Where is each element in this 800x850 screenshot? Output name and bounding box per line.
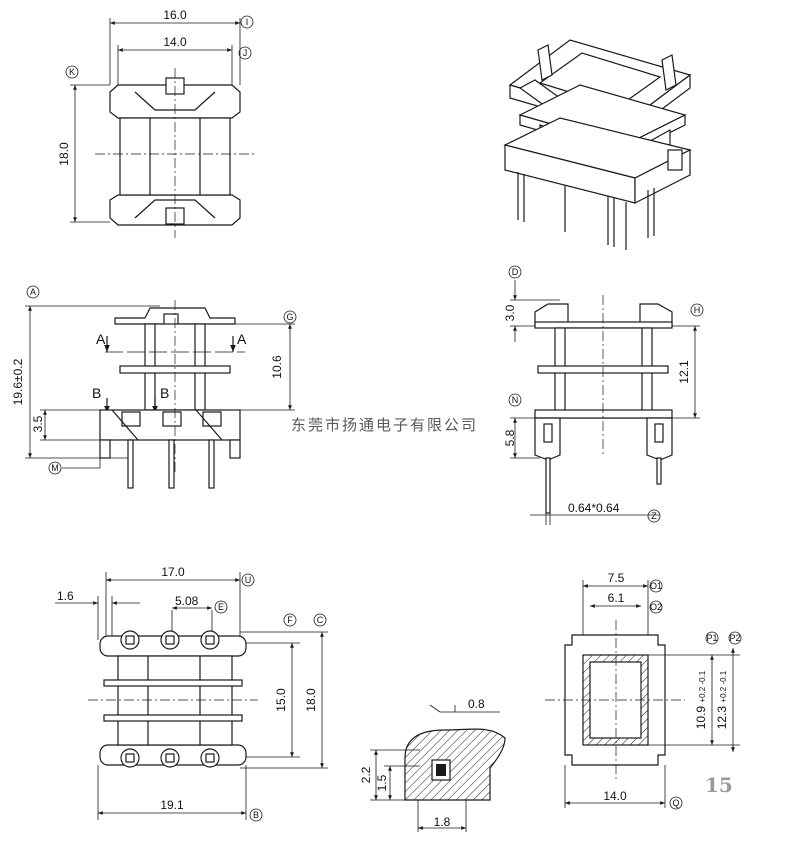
svg-text:I: I (246, 17, 249, 27)
core-view: 7.5 O1 6.1 O2 10.9 +0.2 -0.1 12.3 +0.2 -… (545, 571, 742, 810)
section-a-right: A (237, 331, 247, 347)
marker-a: A (26, 285, 40, 299)
side-view: D 3.0 H 12.1 N 5.8 (503, 265, 704, 525)
marker-j: J (238, 46, 252, 60)
marker-q: Q (669, 796, 683, 810)
marker-i: I (240, 15, 254, 29)
bottom-dim-18-0: 18.0 (304, 688, 318, 712)
svg-text:P2: P2 (729, 633, 740, 643)
svg-text:M: M (51, 463, 59, 473)
svg-text:Q: Q (672, 798, 679, 808)
svg-text:J: J (243, 48, 248, 58)
top-dim-14-0: 14.0 (163, 35, 187, 49)
bottom-dim-15-0: 15.0 (274, 688, 288, 712)
detail-dim-1-8: 1.8 (434, 815, 451, 829)
bottom-view: 17.0 U 1.6 5.08 E F C 15.0 (55, 565, 328, 822)
core-dim-12-3: 12.3 +0.2 -0.1 (715, 670, 729, 729)
company-name: 东莞市扬通电子有限公司 (291, 416, 478, 434)
svg-text:B: B (253, 810, 259, 820)
detail-dim-0-8: 0.8 (468, 697, 485, 711)
svg-text:H: H (694, 305, 701, 315)
marker-h: H (690, 303, 704, 317)
front-dim-3-5: 3.5 (31, 415, 45, 432)
marker-u: U (241, 573, 255, 587)
top-view: 16.0 I 14.0 J 18.0 K (57, 8, 255, 238)
isometric-view (503, 39, 692, 250)
svg-text:F: F (287, 615, 293, 625)
marker-n: N (508, 393, 522, 407)
svg-text:K: K (69, 67, 75, 77)
core-dim-10-9: 10.9 +0.2 -0.1 (694, 670, 708, 729)
marker-b: B (249, 808, 263, 822)
core-dim-6-1: 6.1 (608, 591, 625, 605)
front-view: A 19.6±0.2 3.5 M G 10.6 (11, 285, 297, 489)
svg-text:P1: P1 (706, 633, 717, 643)
page-number: 15 (705, 773, 733, 797)
marker-o1: O1 (649, 579, 663, 593)
marker-p1: P1 (705, 631, 719, 645)
svg-text:D: D (512, 267, 519, 277)
bottom-dim-17-0: 17.0 (161, 565, 185, 579)
bottom-dim-1-6: 1.6 (57, 589, 74, 603)
top-dim-16-0: 16.0 (163, 8, 187, 22)
section-a-left: A (96, 331, 106, 347)
side-dim-12-1: 12.1 (677, 360, 691, 384)
side-dim-3-0: 3.0 (503, 304, 517, 321)
svg-text:O1: O1 (650, 581, 662, 591)
core-dim-7-5: 7.5 (608, 571, 625, 585)
svg-text:G: G (286, 312, 293, 322)
marker-m: M (48, 461, 62, 475)
side-dim-pin: 0.64*0.64 (568, 501, 620, 515)
front-dim-19-6: 19.6±0.2 (11, 358, 25, 405)
svg-text:U: U (245, 575, 252, 585)
svg-text:A: A (30, 287, 36, 297)
marker-g: G (283, 310, 297, 324)
core-dim-14-0: 14.0 (603, 789, 627, 803)
side-dim-5-8: 5.8 (503, 429, 517, 446)
marker-p2: P2 (728, 631, 742, 645)
svg-text:E: E (218, 602, 224, 612)
svg-text:O2: O2 (650, 602, 662, 612)
svg-text:C: C (317, 615, 324, 625)
top-dim-18-0: 18.0 (57, 142, 71, 166)
marker-c: C (313, 613, 327, 627)
front-dim-10-6: 10.6 (270, 355, 284, 379)
svg-text:N: N (512, 395, 519, 405)
marker-z: Z (647, 509, 661, 523)
marker-o2: O2 (649, 600, 663, 614)
svg-text:Z: Z (651, 511, 657, 521)
section-b-right: B (160, 385, 169, 401)
marker-k: K (65, 65, 79, 79)
detail-dim-2-2: 2.2 (359, 766, 373, 783)
bottom-dim-5-08: 5.08 (175, 594, 199, 608)
detail-dim-1-5: 1.5 (375, 774, 389, 791)
marker-f: F (283, 613, 297, 627)
section-b-left: B (92, 385, 101, 401)
bottom-dim-19-1: 19.1 (160, 798, 184, 812)
detail-view: 0.8 2.2 1.5 1.8 (359, 697, 506, 832)
marker-d: D (508, 265, 522, 279)
marker-e: E (214, 600, 228, 614)
